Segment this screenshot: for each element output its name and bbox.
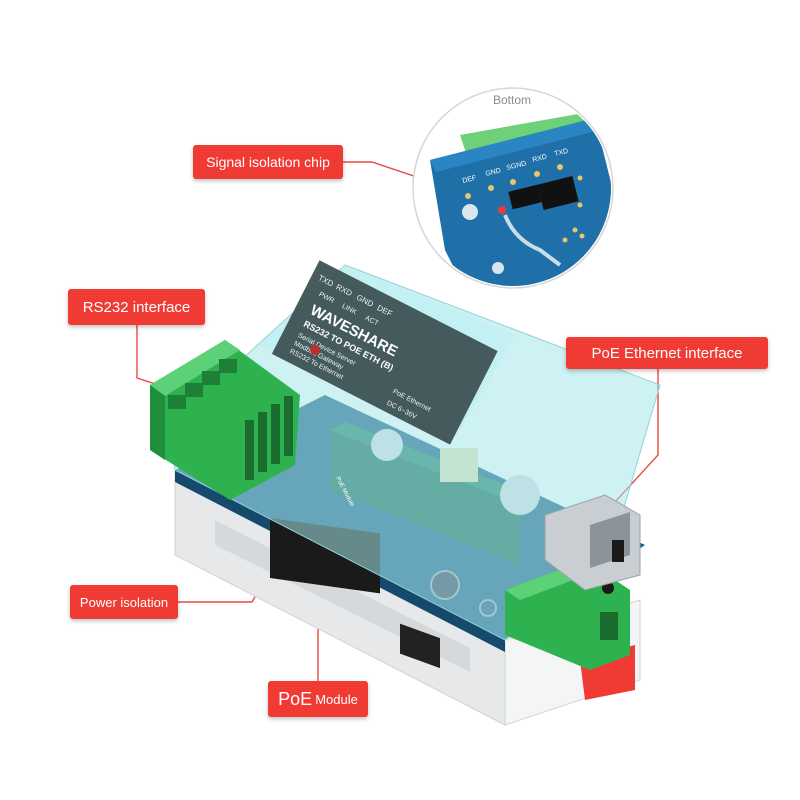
callout-signal-isolation-chip: Signal isolation chip <box>193 145 343 179</box>
callout-poe-ethernet-interface: PoE Ethernet interface <box>566 337 768 369</box>
callout-poe-module-big: PoE <box>278 688 313 709</box>
svg-text:DEF: DEF <box>462 175 477 185</box>
device-label: TXD RXD GND DEF PWR LINK ACT WAVESHARE R… <box>271 260 498 445</box>
callout-poe-module: PoE Module <box>268 681 368 717</box>
callout-power-isolation: Power isolation <box>70 585 178 619</box>
callout-poe-module-small: Module <box>315 691 358 707</box>
inset-bottom-view: DEF GND SGND RXD TXD <box>412 87 614 289</box>
svg-text:GND: GND <box>485 167 502 178</box>
power-led <box>310 345 320 355</box>
power-terminal-block <box>505 560 630 670</box>
inset-caption: Bottom <box>492 93 531 107</box>
ethernet-port <box>544 494 641 591</box>
svg-text:SGND: SGND <box>506 160 527 172</box>
callout-rs232-interface: RS232 interface <box>68 289 205 325</box>
svg-text:TXD: TXD <box>554 148 569 158</box>
svg-text:RXD: RXD <box>532 154 548 164</box>
rs232-terminal-block <box>150 340 300 500</box>
